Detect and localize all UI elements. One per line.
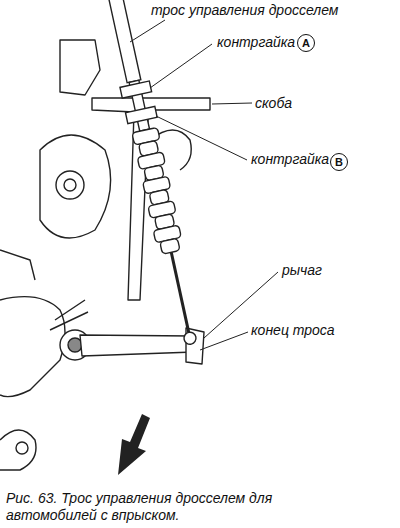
leader-line (212, 103, 252, 104)
callout-circle: A (297, 34, 315, 52)
callout-circle: B (330, 153, 348, 171)
leader-line (156, 116, 247, 160)
bracket (92, 98, 210, 300)
housing-outline (0, 297, 65, 397)
housing-outline (40, 135, 111, 238)
cable-end (183, 331, 197, 345)
bolt (56, 171, 84, 199)
callout-letter: A (302, 37, 310, 49)
housing-outline (0, 430, 36, 470)
part-label: контргайка (216, 34, 296, 50)
housing-outline (60, 40, 100, 95)
locknut-a (120, 81, 152, 98)
bolt (16, 442, 28, 454)
spring (50, 300, 88, 330)
bellows-segment (160, 238, 180, 254)
part-label: рычаг (281, 262, 323, 278)
leader-line (200, 332, 248, 350)
cable-sheath (107, 0, 141, 83)
leader-line (130, 20, 165, 42)
leader-line (150, 44, 212, 88)
housing-outline (0, 250, 35, 280)
bolt (64, 179, 76, 191)
locknut-b (125, 106, 157, 123)
pull-arrow (118, 414, 150, 475)
part-label: контргайка (250, 151, 330, 167)
part-label: конец троса (250, 322, 336, 338)
figure-caption: Рис. 63. Трос управления дросселем для а… (6, 490, 336, 524)
part-label: трос управления дросселем (150, 2, 339, 18)
inner-cable (171, 252, 188, 332)
callout-letter: B (335, 156, 343, 168)
part-label: скоба (254, 95, 293, 111)
lever (80, 335, 194, 356)
